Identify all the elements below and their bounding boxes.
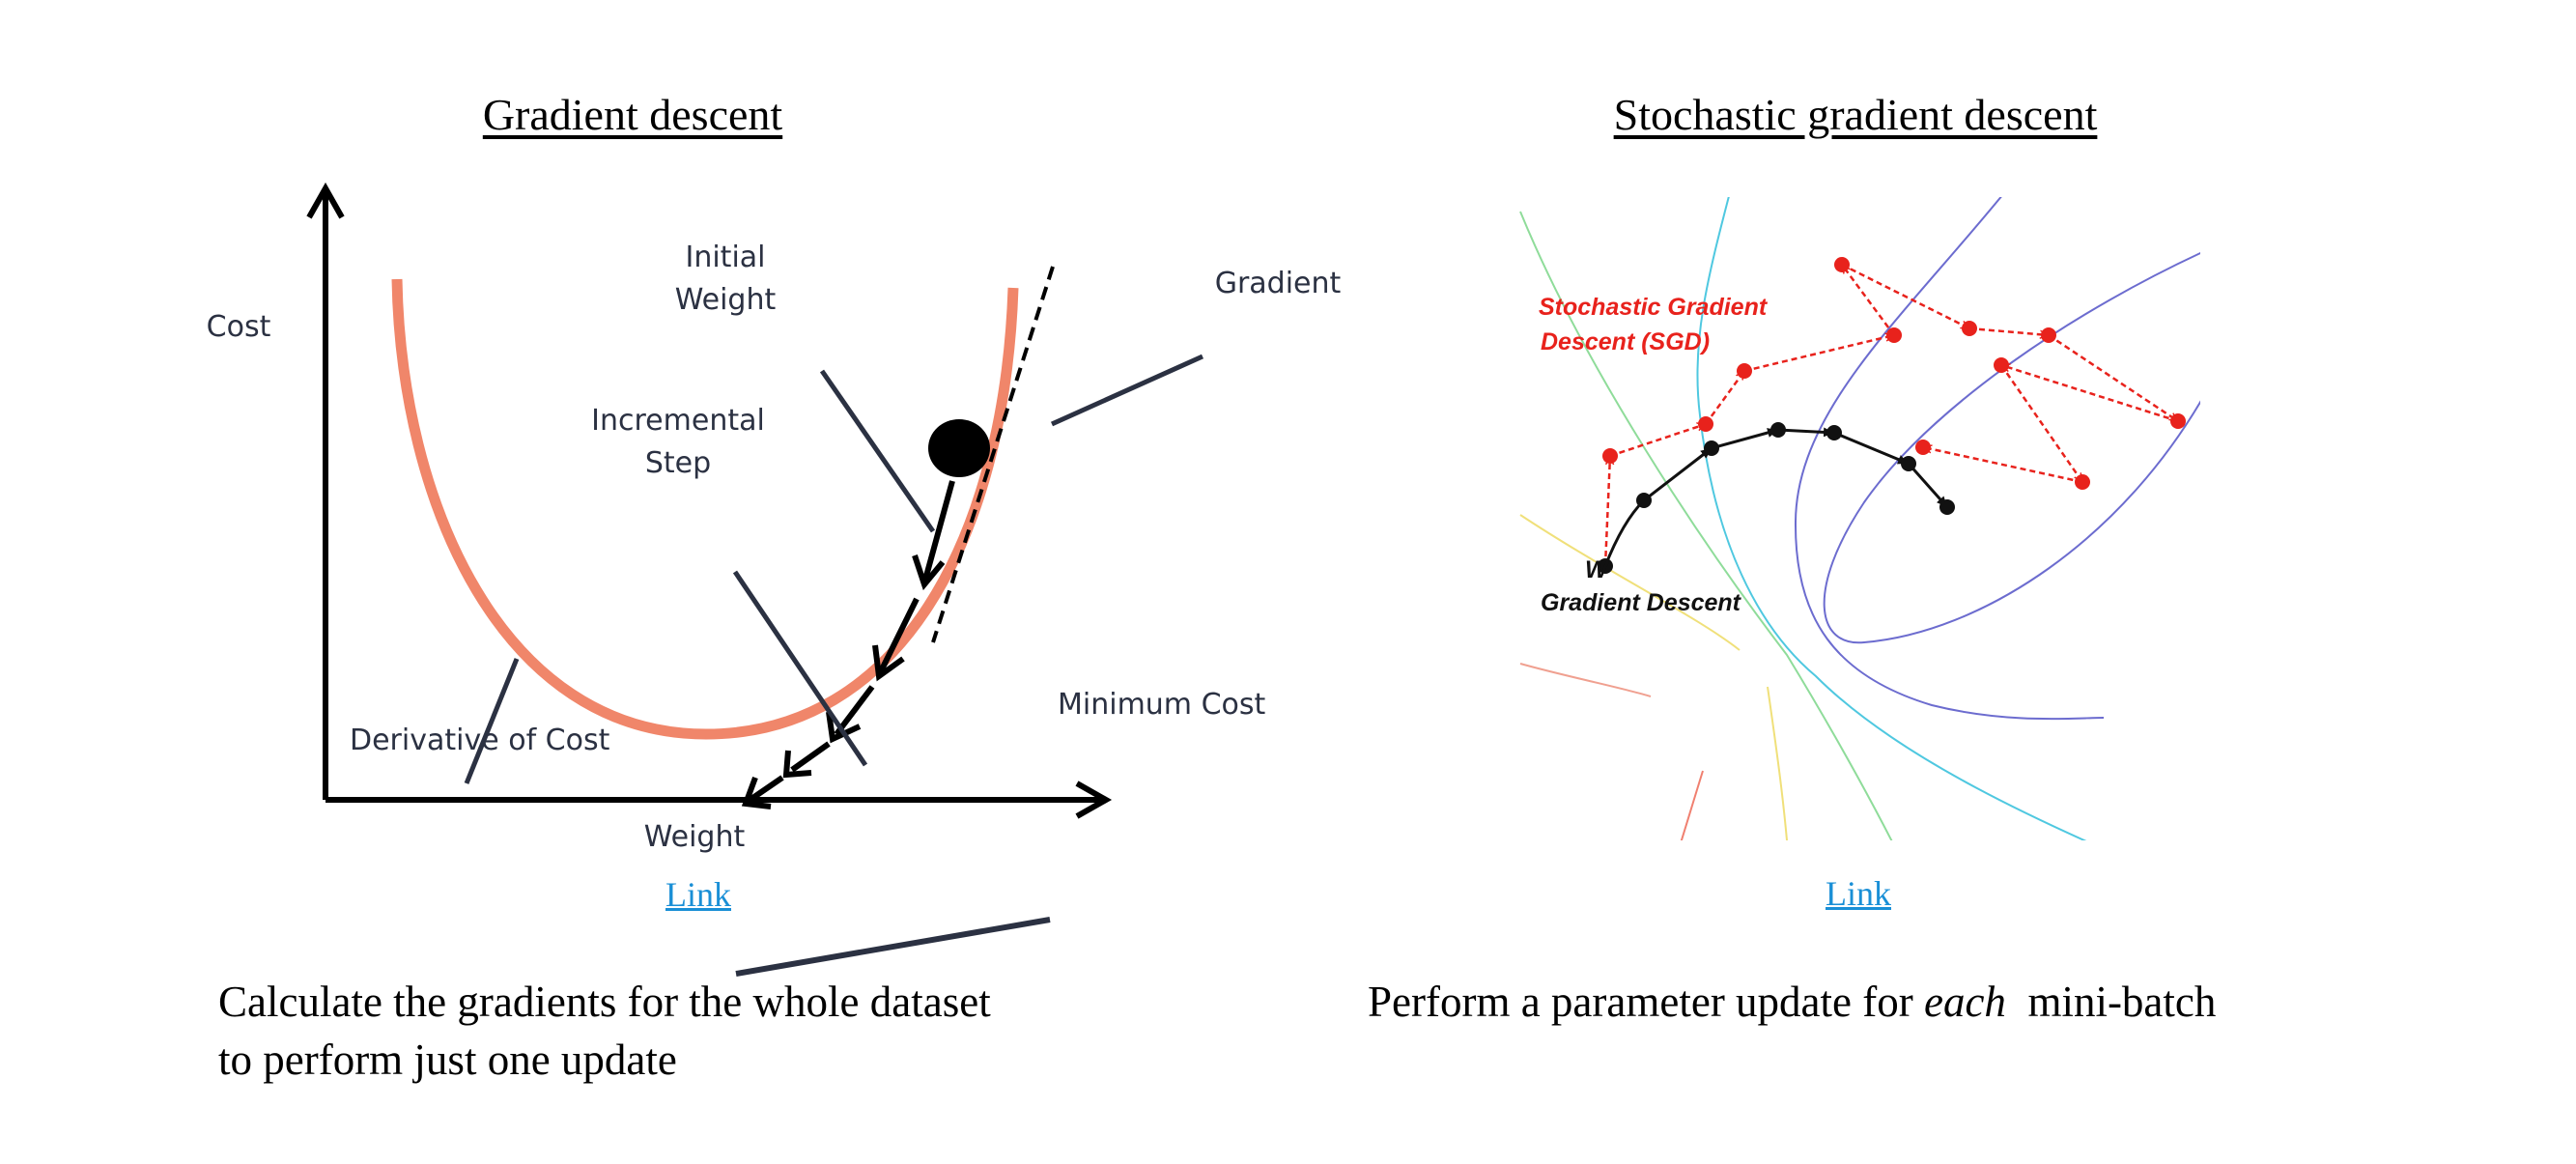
contour-lines bbox=[1519, 197, 2200, 840]
start-weight-label: W bbox=[1585, 556, 1610, 583]
caption-line: to perform just one update bbox=[218, 1036, 677, 1084]
caption-text: Perform a parameter update for bbox=[1368, 978, 1924, 1026]
caption-emphasis: each bbox=[1923, 978, 2006, 1026]
gd-path bbox=[1603, 427, 1949, 567]
gradient-tangent-line bbox=[931, 266, 1055, 643]
initial-weight-ball bbox=[928, 419, 990, 477]
caption-text: mini-batch bbox=[2005, 978, 2217, 1026]
minimum-cost-label: Minimum Cost bbox=[1058, 688, 1265, 722]
incremental-step-arrows bbox=[741, 480, 955, 809]
gradient-label: Gradient bbox=[1215, 267, 1342, 300]
sgd-path bbox=[1603, 265, 2178, 567]
sgd-label-line1: Stochastic Gradient bbox=[1539, 294, 1769, 321]
axes bbox=[306, 182, 1113, 819]
initial-weight-label-line2: Weight bbox=[675, 283, 777, 317]
weight-axis-label: Weight bbox=[644, 820, 746, 854]
sgd-points bbox=[1602, 257, 2186, 490]
gd-points bbox=[1598, 422, 1955, 574]
sgd-title: Stochastic gradient descent bbox=[1613, 90, 2098, 139]
gradient-descent-path-label: Gradient Descent bbox=[1541, 589, 1742, 616]
label-leader-lines bbox=[464, 354, 1204, 977]
gradient-descent-caption: Calculate the gradients for the whole da… bbox=[218, 973, 991, 1089]
cost-curve bbox=[391, 278, 1019, 740]
sgd-caption: Perform a parameter update for each mini… bbox=[1368, 973, 2216, 1031]
incremental-step-label-line2: Step bbox=[645, 446, 711, 480]
incremental-step-label-line1: Incremental bbox=[591, 404, 765, 438]
cost-axis-label: Cost bbox=[207, 310, 271, 344]
initial-weight-label-line1: Initial bbox=[685, 241, 765, 274]
gradient-descent-link[interactable]: Link bbox=[665, 875, 731, 914]
sgd-label-line2: Descent (SGD) bbox=[1541, 328, 1710, 355]
gradient-descent-title: Gradient descent bbox=[482, 90, 783, 139]
sgd-contour-diagram: Stochastic Gradient Descent (SGD) W Grad… bbox=[1519, 197, 2200, 840]
sgd-link[interactable]: Link bbox=[1826, 874, 1891, 913]
caption-line: Calculate the gradients for the whole da… bbox=[218, 978, 991, 1026]
derivative-of-cost-label: Derivative of Cost bbox=[350, 724, 610, 757]
